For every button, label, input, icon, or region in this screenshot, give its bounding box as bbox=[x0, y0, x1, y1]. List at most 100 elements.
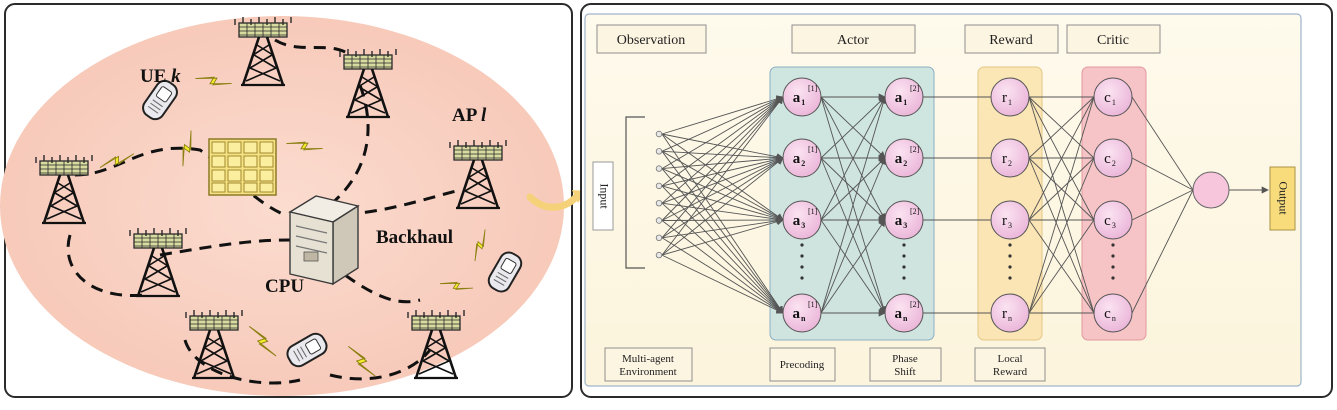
reward-node: r3 bbox=[990, 200, 1030, 240]
network-edge bbox=[820, 157, 886, 221]
ellipsis-dot bbox=[800, 243, 804, 247]
precoding-label: Precoding bbox=[780, 359, 825, 371]
env-label-line1: Multi-agent bbox=[622, 353, 674, 365]
env-label-line2: Environment bbox=[619, 366, 676, 378]
input-node bbox=[655, 165, 663, 172]
backhaul-links bbox=[66, 38, 461, 385]
actor2-node: an[2] bbox=[884, 293, 924, 333]
network-edge bbox=[661, 216, 784, 224]
ellipsis-dot bbox=[902, 243, 906, 247]
network-edge bbox=[1028, 157, 1095, 221]
reward-node: rn bbox=[990, 293, 1030, 333]
ap-label: AP l bbox=[452, 105, 487, 126]
phase-label-line2: Shift bbox=[894, 366, 915, 378]
critic-node: c2 bbox=[1093, 138, 1133, 178]
network-edge bbox=[661, 254, 784, 314]
ellipsis-dot bbox=[1008, 265, 1012, 269]
network-edge bbox=[661, 185, 784, 222]
network-edge bbox=[661, 133, 784, 161]
network-edge bbox=[1028, 157, 1095, 314]
reward-node: r1 bbox=[990, 77, 1030, 117]
actor1-node: a3[1] bbox=[782, 200, 822, 240]
network-edge bbox=[1028, 96, 1095, 159]
actor-column bbox=[769, 66, 935, 341]
network-edge bbox=[661, 156, 784, 204]
header-observation-box bbox=[596, 24, 707, 54]
network-edge bbox=[661, 96, 784, 187]
network-edges bbox=[661, 93, 1269, 317]
reward-node: r2 bbox=[990, 138, 1030, 178]
ris-panel-icon bbox=[208, 138, 277, 196]
header-actor: Actor bbox=[837, 33, 869, 48]
ellipsis-dot bbox=[1111, 276, 1115, 280]
ellipsis-dot bbox=[800, 254, 804, 258]
actor2-node-sup: [2] bbox=[910, 207, 920, 216]
ellipsis-dot bbox=[800, 265, 804, 269]
network-edge bbox=[1028, 96, 1095, 314]
input-node bbox=[655, 251, 663, 259]
actor1-node-sup: [1] bbox=[808, 84, 818, 93]
network-edge bbox=[1028, 96, 1095, 221]
header-reward-box bbox=[964, 24, 1059, 54]
actor1-node-sup: [1] bbox=[808, 145, 818, 154]
header-observation: Observation bbox=[617, 33, 685, 48]
network-edge bbox=[661, 133, 784, 221]
actor2-node-sup: [2] bbox=[910, 84, 920, 93]
ellipsis-dot bbox=[1008, 243, 1012, 247]
network-edge bbox=[661, 96, 784, 239]
network-edge bbox=[661, 151, 784, 314]
network-edge bbox=[1131, 189, 1194, 221]
actor1-node: a2[1] bbox=[782, 138, 822, 178]
network-edge bbox=[1131, 157, 1194, 191]
network-edge bbox=[661, 96, 784, 256]
connector-arrow bbox=[526, 191, 582, 211]
phase-label-line1: Phase bbox=[892, 353, 918, 365]
network-panel bbox=[584, 13, 1302, 387]
precoding-box bbox=[769, 347, 836, 382]
critic-node: c3 bbox=[1093, 200, 1133, 240]
actor1-node: a1[1] bbox=[782, 77, 822, 117]
cpu-label: CPU bbox=[265, 276, 304, 297]
input-bracket bbox=[625, 116, 645, 269]
network-edge bbox=[661, 150, 784, 221]
ellipsis-dot bbox=[1111, 254, 1115, 258]
ellipsis-dot bbox=[1111, 243, 1115, 247]
network-edge bbox=[661, 154, 784, 170]
ellipsis-dot bbox=[1111, 265, 1115, 269]
network-edge bbox=[661, 157, 784, 221]
ellipsis-dot bbox=[902, 276, 906, 280]
header-critic-box bbox=[1066, 24, 1161, 54]
header-critic: Critic bbox=[1097, 33, 1129, 48]
input-node bbox=[655, 199, 663, 207]
network-edge bbox=[661, 96, 784, 221]
actor2-node: a3[2] bbox=[884, 200, 924, 240]
output-node bbox=[1192, 171, 1230, 209]
actor1-node: an[1] bbox=[782, 293, 822, 333]
actor2-node-sup: [2] bbox=[910, 145, 920, 154]
local-reward-line2: Reward bbox=[993, 366, 1028, 378]
network-nodes: a1[1]a2[1]a3[1]an[1]a1[2]a2[2]a3[2]an[2]… bbox=[655, 77, 1230, 333]
input-node bbox=[655, 182, 663, 190]
header-actor-box bbox=[791, 24, 916, 54]
network-edge bbox=[661, 185, 784, 314]
ue-label: UE k bbox=[140, 66, 181, 87]
critic-node-label: c2 bbox=[1104, 151, 1116, 168]
network-edge bbox=[661, 95, 784, 135]
network-edge bbox=[661, 237, 784, 314]
actor2-node: a2[2] bbox=[884, 138, 924, 178]
network-edge bbox=[1131, 189, 1194, 314]
network-edge bbox=[661, 168, 784, 314]
local-reward-box bbox=[974, 347, 1046, 382]
network-edge bbox=[820, 96, 886, 159]
network-edge bbox=[661, 133, 784, 314]
local-reward-line1: Local bbox=[997, 353, 1022, 365]
network-edge bbox=[661, 202, 784, 223]
env-box bbox=[604, 347, 693, 382]
network-edge bbox=[820, 96, 886, 221]
network-edge bbox=[661, 96, 784, 152]
network-edge bbox=[820, 219, 886, 314]
actor2-node-sup: [2] bbox=[910, 300, 920, 309]
network-edge bbox=[661, 96, 784, 169]
critic-node-label: c1 bbox=[1104, 90, 1116, 107]
